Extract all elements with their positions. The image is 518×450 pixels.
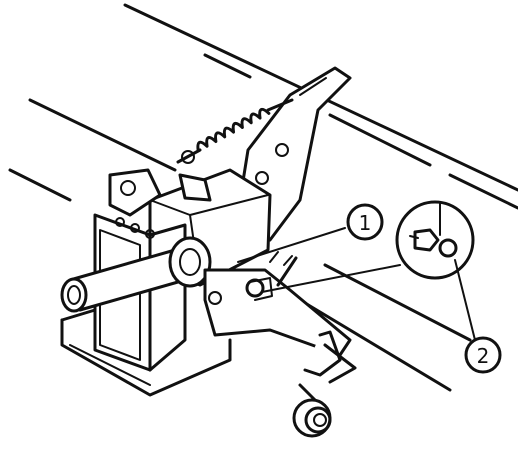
drive-shaft bbox=[60, 236, 212, 313]
caster-wheel bbox=[292, 330, 357, 438]
tension-spring bbox=[176, 98, 294, 164]
callout-2: 2 bbox=[464, 336, 502, 374]
leader-lines bbox=[237, 227, 476, 341]
callout-1: 1 bbox=[346, 203, 384, 241]
callout-1-label: 1 bbox=[359, 211, 372, 235]
detail-magnifier bbox=[395, 200, 475, 280]
callout-2-label: 2 bbox=[477, 344, 490, 368]
